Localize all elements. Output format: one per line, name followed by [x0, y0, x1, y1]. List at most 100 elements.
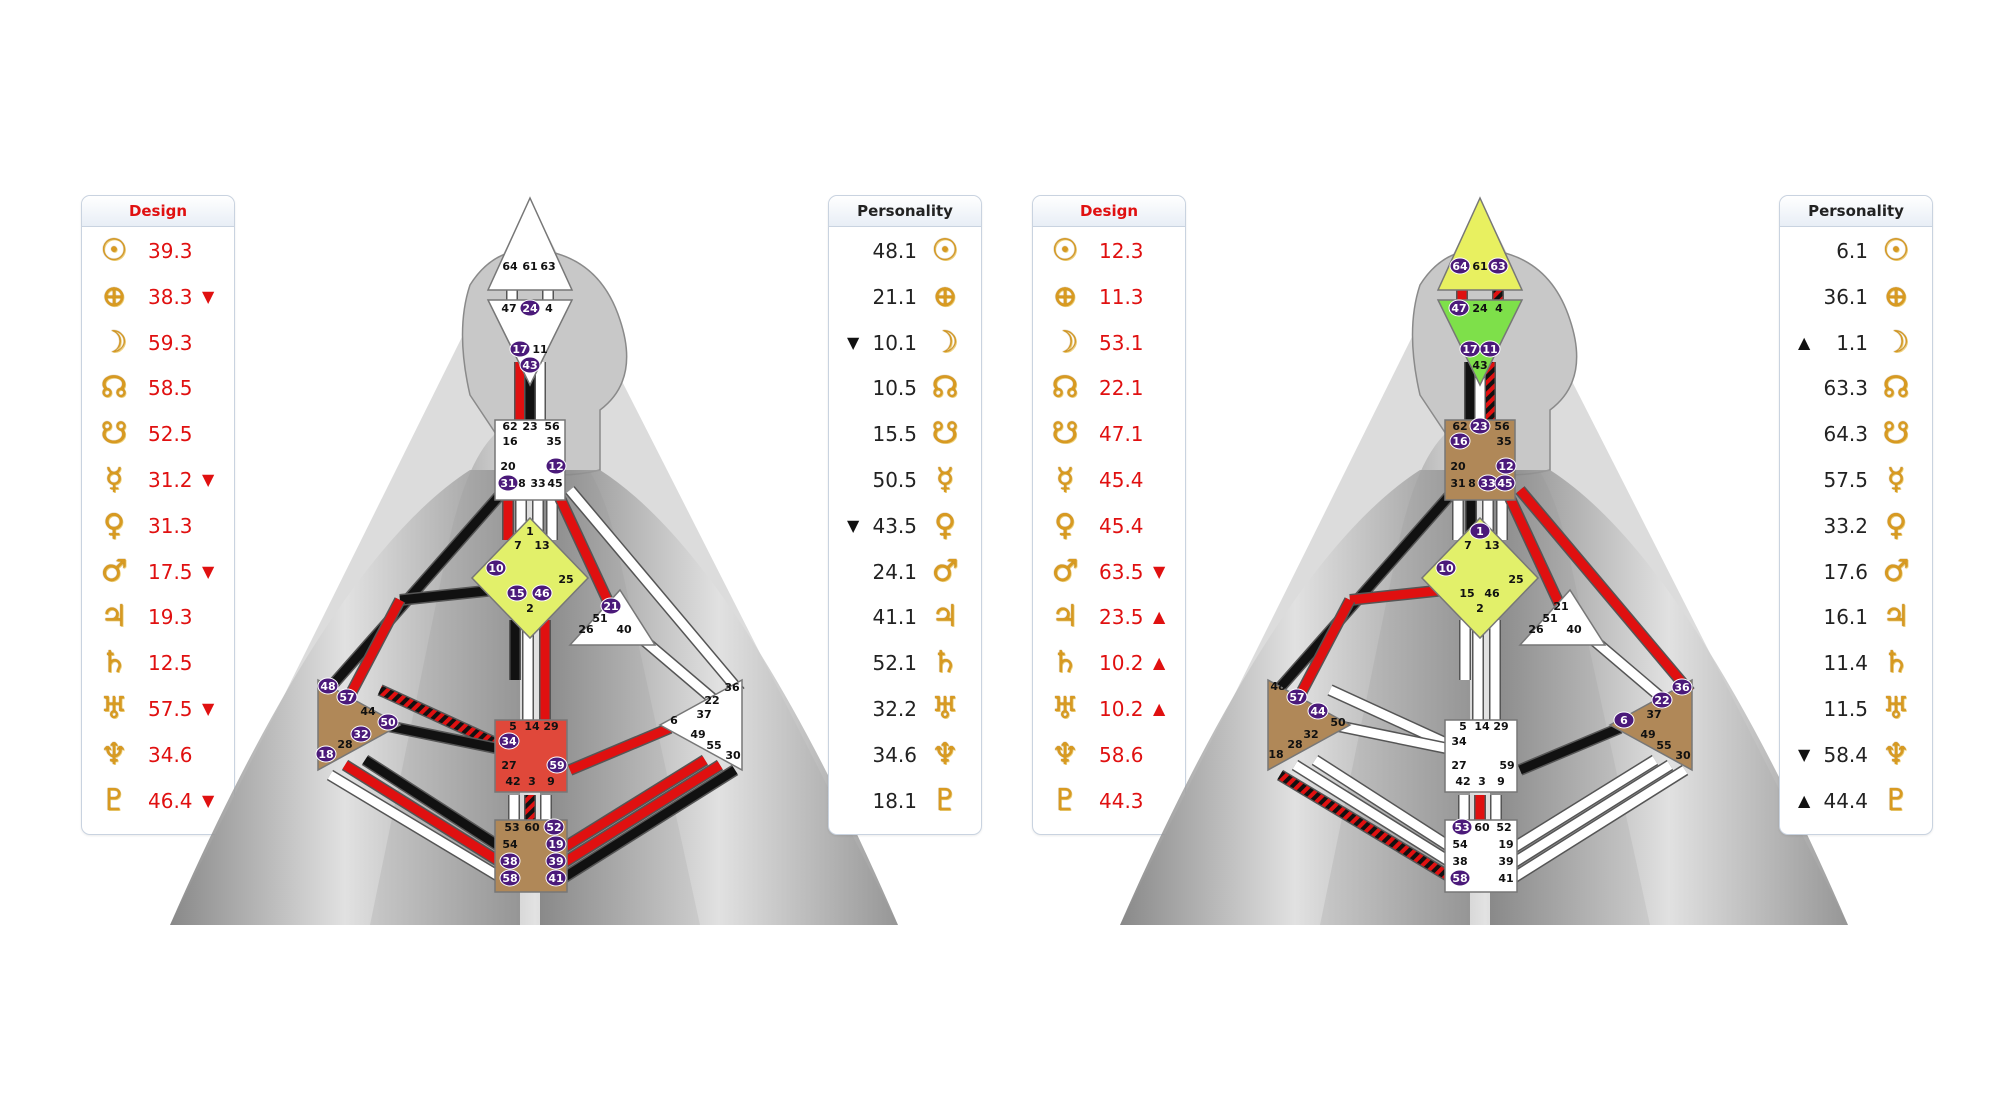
gate-1-label: 1 — [1476, 525, 1484, 538]
gate-line-value: 58.6 — [1099, 742, 1144, 767]
mars-icon: ♂ — [1882, 553, 1910, 589]
mercury-icon: ☿ — [935, 462, 955, 497]
gate-34-label: 34 — [1451, 735, 1467, 748]
arrow-icon: ▼ — [847, 515, 860, 535]
design-panel: Design ☉12.3⊕11.3☽53.1☊22.1☋47.1☿45.4♀45… — [1032, 195, 1186, 835]
south-node-icon: ☋ — [100, 416, 128, 452]
gate-35-label: 35 — [546, 435, 561, 448]
gate-30-label: 30 — [725, 749, 741, 762]
gate-line-value: 1.1 — [1836, 330, 1868, 355]
gate-52-activation — [543, 818, 565, 836]
planet-row: ♃41.1 — [829, 595, 981, 639]
moon-icon: ☽ — [931, 324, 959, 360]
gate-54-label: 54 — [502, 838, 518, 851]
gate-41-label: 41 — [548, 872, 563, 885]
gate-52-label: 52 — [1496, 821, 1511, 834]
gate-line-value: 10.5 — [872, 376, 917, 401]
planet-row: ☉12.3 — [1033, 229, 1185, 273]
gate-1-activation — [1469, 522, 1491, 540]
sun-icon: ☉ — [1051, 233, 1079, 268]
personality-panel: Personality ☉6.1⊕36.1☽1.1▲☊63.3☋64.3☿57.… — [1779, 195, 1933, 835]
gate-line-value: 33.2 — [1823, 513, 1868, 538]
planet-row: ♃16.1 — [1780, 595, 1932, 639]
gate-line-value: 19.3 — [148, 605, 193, 630]
gate-line-value: 58.5 — [148, 376, 193, 401]
gate-line-value: 45.4 — [1099, 513, 1144, 538]
gate-line-value: 11.3 — [1099, 284, 1144, 309]
gate-44-activation — [1307, 702, 1329, 720]
gate-64-label: 64 — [502, 260, 518, 273]
planet-row: ♀33.2 — [1780, 504, 1932, 548]
gate-15-label: 15 — [509, 587, 524, 600]
planet-row: ♆58.6 — [1033, 733, 1185, 777]
moon-icon: ☽ — [1882, 324, 1910, 360]
gate-9-label: 9 — [1497, 775, 1505, 788]
gate-line-value: 36.1 — [1823, 284, 1868, 309]
gate-line-value: 52.5 — [148, 422, 193, 447]
gate-8-label: 8 — [1468, 477, 1476, 490]
planet-row: ⊕36.1 — [1780, 275, 1932, 319]
arrow-icon: ▲ — [1153, 699, 1166, 718]
neptune-icon: ♆ — [931, 736, 959, 772]
gate-43-label: 43 — [1472, 359, 1487, 372]
arrow-icon: ▲ — [1153, 653, 1166, 673]
sun-icon: ☉ — [931, 233, 959, 268]
gate-line-value: 18.1 — [872, 788, 917, 813]
mercury-icon: ☿ — [104, 462, 124, 497]
channel — [1337, 721, 1456, 755]
gate-63-activation — [1487, 257, 1509, 275]
arrow-icon: ▼ — [1798, 744, 1811, 764]
mars-icon: ♂ — [100, 553, 128, 589]
gate-40-label: 40 — [616, 623, 632, 636]
channel — [557, 761, 723, 869]
gate-50-activation — [377, 713, 399, 731]
pluto-icon: ♇ — [931, 782, 959, 818]
gate-46-activation — [531, 584, 553, 602]
planet-row: ☋47.1 — [1033, 412, 1185, 456]
channel — [1518, 723, 1622, 775]
gate-39-activation — [545, 852, 567, 870]
gate-22-label: 22 — [1654, 694, 1669, 707]
personality-panel: Personality ☉48.1⊕21.1☽10.1▼☊10.5☋15.5☿5… — [828, 195, 982, 835]
saturn-icon: ♄ — [1051, 645, 1079, 681]
planet-row: ☊58.5 — [82, 366, 234, 410]
gate-line-value: 58.4 — [1823, 742, 1868, 767]
gate-46-label: 46 — [1484, 587, 1500, 600]
earth-icon: ⊕ — [101, 278, 127, 314]
gate-7-label: 7 — [514, 539, 522, 552]
gate-21-label: 21 — [1553, 600, 1568, 613]
arrow-icon: ▼ — [202, 790, 215, 810]
arrow-icon: ▼ — [202, 561, 215, 581]
gate-25-label: 25 — [1508, 573, 1523, 586]
channel — [399, 585, 496, 605]
planet-row: ♆58.4▼ — [1780, 733, 1932, 777]
gate-41-label: 41 — [1498, 872, 1513, 885]
channel — [343, 597, 404, 704]
channel — [1507, 766, 1688, 884]
ajna-center — [1436, 299, 1524, 387]
gate-6-label: 6 — [1620, 714, 1628, 727]
gate-51-label: 51 — [592, 612, 607, 625]
channel — [1507, 761, 1673, 869]
gate-48-label: 48 — [1270, 680, 1285, 693]
planet-row: ♂17.5▼ — [82, 550, 234, 594]
arrow-icon: ▼ — [202, 699, 215, 718]
channel — [1292, 761, 1458, 869]
gate-49-label: 49 — [690, 728, 705, 741]
planet-row: ☿45.4 — [1033, 458, 1185, 502]
gate-14-label: 14 — [1474, 720, 1490, 733]
gate-58-label: 58 — [1452, 872, 1467, 885]
gate-12-activation — [545, 457, 567, 475]
uranus-icon: ♅ — [1051, 691, 1079, 726]
uranus-icon: ♅ — [931, 691, 959, 726]
planet-row: ☋ 52.5 — [82, 412, 234, 456]
gate-37-label: 37 — [696, 708, 711, 721]
gate-line-value: 6.1 — [1836, 239, 1868, 263]
channel — [557, 756, 708, 854]
mercury-icon: ☿ — [1886, 462, 1906, 497]
gate-24-activation — [519, 299, 541, 317]
personality-panel-title: Personality — [1780, 196, 1932, 227]
uranus-icon: ♅ — [100, 691, 128, 726]
gate-11-activation — [1479, 340, 1501, 358]
gate-line-value: 57.5 — [1823, 468, 1868, 492]
